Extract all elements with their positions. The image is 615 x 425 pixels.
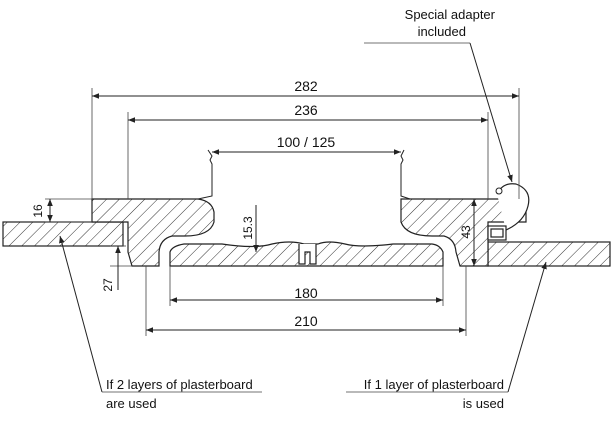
dim-15-3: 15.3	[241, 216, 255, 240]
one-layer-leader	[507, 261, 547, 393]
adapter-pin	[495, 187, 503, 195]
two-layers-note-line2: are used	[106, 396, 157, 411]
center-clip	[298, 244, 317, 265]
dim-180: 180	[294, 285, 318, 301]
adapter-leader	[469, 42, 513, 183]
dim-236: 236	[294, 102, 318, 118]
plasterboard-left	[2, 221, 124, 247]
dim-43: 43	[459, 225, 473, 239]
adapter-note-line1: Special adapter	[405, 7, 496, 22]
duct-wall-left	[197, 149, 213, 200]
plasterboard-right	[487, 241, 611, 267]
frame-right	[400, 198, 527, 267]
dim-16: 16	[31, 204, 45, 218]
duct-wall-right	[400, 149, 411, 200]
adapter-note-line2: included	[418, 24, 466, 39]
adapter-inner	[490, 228, 504, 238]
two-layers-note-line1: If 2 layers of plasterboard	[106, 377, 253, 392]
dim-27: 27	[101, 278, 115, 292]
dim-210: 210	[294, 313, 318, 329]
one-layer-note-line1: If 1 layer of plasterboard	[364, 377, 504, 392]
two-layers-leader	[59, 235, 103, 393]
dim-duct: 100 / 125	[277, 134, 336, 150]
frame-left	[91, 198, 215, 267]
front-plate	[169, 241, 444, 267]
dim-282: 282	[294, 78, 318, 94]
one-layer-note-line2: is used	[463, 396, 504, 411]
special-adapter-icon	[496, 183, 530, 231]
